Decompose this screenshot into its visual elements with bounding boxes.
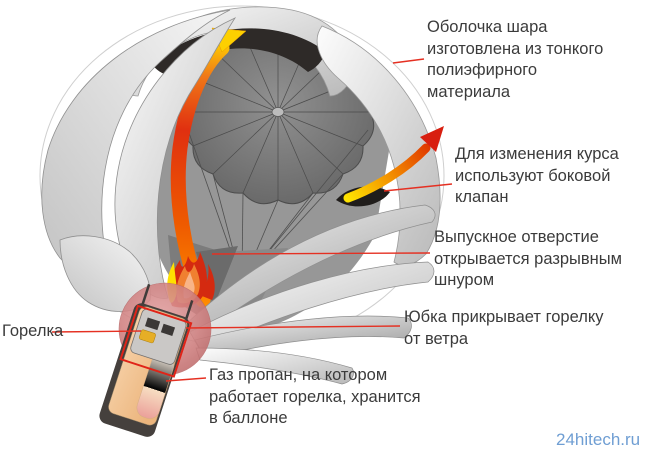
leader-line-gas	[165, 377, 207, 382]
burner-valve	[139, 329, 156, 344]
parachute-hub	[271, 107, 285, 117]
burner-slot	[160, 323, 176, 337]
side-vent-arrow	[343, 126, 444, 203]
burner-unit	[99, 283, 194, 437]
side-vent-arrowhead	[420, 126, 444, 152]
top-vent-opening	[152, 28, 326, 76]
leader-line-side-valve	[383, 183, 453, 192]
burner-highlight-box	[119, 304, 193, 378]
burner-slot	[144, 317, 161, 331]
label-burner: Горелка	[2, 322, 64, 340]
watermark: 24hitech.ru	[556, 430, 641, 449]
leader-line-vent	[211, 252, 431, 255]
label-side-valve: Для изменения курса используют боковой к…	[455, 145, 619, 206]
leader-line-envelope	[392, 58, 425, 64]
label-skirt: Юбка прикрывает горелку от ветра	[404, 308, 604, 348]
leader-lines	[51, 58, 453, 382]
label-envelope: Оболочка шара изготовлена из тонкого пол…	[427, 18, 604, 101]
label-gas: Газ пропан, на котором работает горелка,…	[209, 366, 421, 427]
leader-line-skirt	[185, 325, 401, 329]
leader-line-burner	[51, 330, 142, 333]
label-vent: Выпускное отверстие открывается разрывны…	[434, 228, 623, 289]
